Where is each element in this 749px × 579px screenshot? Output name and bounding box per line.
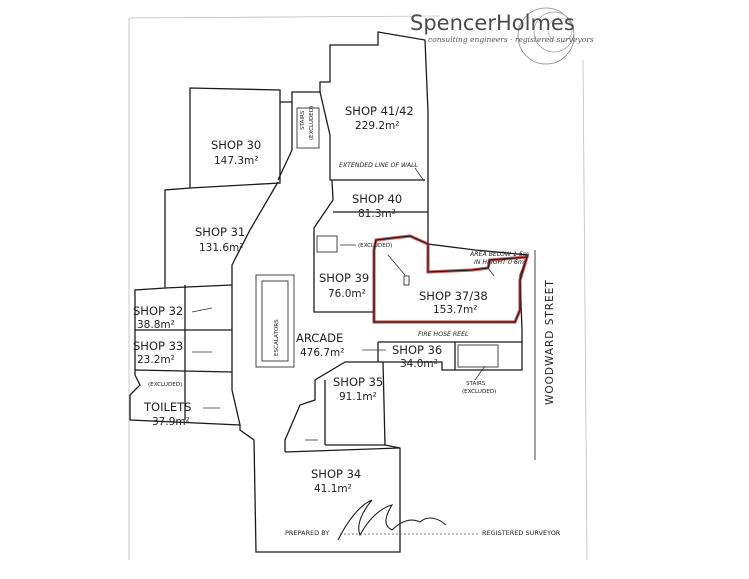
- toilets-name: TOILETS: [143, 400, 191, 414]
- shop-31-name: SHOP 31: [195, 225, 245, 239]
- shop-33-name: SHOP 33: [133, 339, 183, 353]
- area-below-note-2: IN HEIGHT 0·6m²: [474, 259, 527, 266]
- shop-39-name: SHOP 39: [319, 271, 369, 285]
- brand-tagline: consulting engineers · registered survey…: [428, 35, 594, 44]
- excluded-39-label: (EXCLUDED): [358, 243, 392, 249]
- stairs-bottom-label: STAIRS: [466, 381, 486, 387]
- shop-34-area: 41.1m²: [314, 483, 352, 495]
- excluded-33-label: (EXCLUDED): [148, 382, 182, 388]
- arcade-area: 476.7m²: [300, 347, 345, 359]
- shop-32-area: 38.8m²: [137, 319, 175, 331]
- fire-hose-note: FIRE HOSE REEL: [418, 331, 469, 338]
- shop-37-38-highlight: [372, 234, 530, 324]
- excluded-top-label: (EXCLUDED): [309, 106, 315, 140]
- unit-labels: SHOP 41/42 229.2m² SHOP 30 147.3m² SHOP …: [133, 104, 488, 495]
- street-label: WOODWARD STREET: [544, 279, 556, 405]
- shop-40-area: 81.3m²: [358, 208, 396, 220]
- shop-35-area: 91.1m²: [339, 391, 377, 403]
- shop-36-area: 34.0m²: [400, 358, 438, 370]
- page-border: [128, 15, 588, 561]
- escalators-label: ESCALATORS: [274, 319, 280, 356]
- shop-35-name: SHOP 35: [333, 375, 383, 389]
- stairs-top-label: STAIRS: [300, 110, 306, 130]
- wall-line-note: EXTENDED LINE OF WALL: [339, 162, 419, 169]
- escalators: ESCALATORS: [255, 274, 295, 368]
- shop-39-area: 76.0m²: [328, 288, 366, 300]
- shop-37-38-area: 153.7m²: [433, 304, 478, 316]
- shop-41-42-name: SHOP 41/42: [345, 104, 414, 118]
- shop-36-name: SHOP 36: [392, 343, 442, 357]
- street: WOODWARD STREET: [534, 250, 556, 460]
- footer: PREPARED BY REGISTERED SURVEYOR: [285, 499, 561, 541]
- shop-32-name: SHOP 32: [133, 304, 183, 318]
- surveyor-label: REGISTERED SURVEYOR: [482, 529, 561, 537]
- brand-logo: SpencerHolmes consulting engineers · reg…: [410, 7, 594, 65]
- shop-37-38-name: SHOP 37/38: [419, 289, 488, 303]
- shop-30-name: SHOP 30: [211, 138, 261, 152]
- toilets-area: 37.9m²: [152, 416, 190, 428]
- shop-40-name: SHOP 40: [352, 192, 402, 206]
- shop-33-area: 23.2m²: [137, 354, 175, 366]
- brand-name: SpencerHolmes: [410, 11, 575, 35]
- annotations: STAIRS (EXCLUDED) EXTENDED LINE OF WALL …: [148, 106, 529, 441]
- shop-34-name: SHOP 34: [311, 467, 361, 481]
- surveyor-signature: [337, 499, 447, 541]
- area-below-note-1: AREA BELOW 1·5m: [469, 251, 529, 258]
- arcade-name: ARCADE: [296, 331, 343, 345]
- partitions: [134, 91, 522, 453]
- prepared-by-label: PREPARED BY: [285, 529, 329, 537]
- excluded-bottom-label: (EXCLUDED): [462, 389, 496, 395]
- shop-30-area: 147.3m²: [214, 155, 259, 167]
- shop-41-42-area: 229.2m²: [355, 120, 400, 132]
- shop-31-area: 131.6m²: [199, 242, 244, 254]
